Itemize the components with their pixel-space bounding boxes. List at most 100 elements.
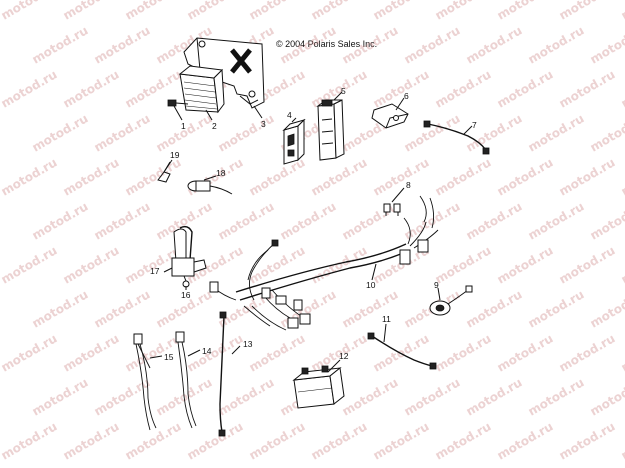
watermark-3: motod.ru bbox=[185, 0, 246, 23]
watermark-52: motod.ru bbox=[495, 155, 556, 198]
watermark-39: motod.ru bbox=[402, 111, 463, 154]
watermark-8: motod.ru bbox=[495, 0, 556, 23]
watermark-120: motod.ru bbox=[619, 419, 625, 462]
watermark-119: motod.ru bbox=[557, 419, 618, 462]
watermark-92: motod.ru bbox=[247, 331, 308, 374]
part-3-bracket bbox=[183, 37, 265, 109]
callout-1: 1 bbox=[181, 121, 186, 131]
watermark-95: motod.ru bbox=[433, 331, 494, 374]
watermark-1: motod.ru bbox=[61, 0, 122, 23]
watermark-36: motod.ru bbox=[216, 111, 277, 154]
watermark-86: motod.ru bbox=[588, 287, 625, 330]
watermark-42: motod.ru bbox=[588, 111, 625, 154]
watermark-5: motod.ru bbox=[309, 0, 370, 23]
part-17-ignition-coil bbox=[171, 225, 207, 288]
watermark-2: motod.ru bbox=[123, 0, 184, 23]
part-10-harness bbox=[209, 195, 439, 331]
watermark-7: motod.ru bbox=[433, 0, 494, 23]
watermark-59: motod.ru bbox=[278, 199, 339, 242]
watermark-23: motod.ru bbox=[61, 67, 122, 110]
callout-5: 5 bbox=[341, 86, 346, 96]
watermark-76: motod.ru bbox=[619, 243, 625, 286]
part-1-bolt bbox=[167, 99, 189, 107]
watermark-16: motod.ru bbox=[340, 23, 401, 66]
watermark-32: motod.ru bbox=[619, 67, 625, 110]
watermark-35: motod.ru bbox=[154, 111, 215, 154]
callout-14: 14 bbox=[202, 346, 212, 356]
leader-lines bbox=[149, 91, 473, 373]
watermark-90: motod.ru bbox=[123, 331, 184, 374]
watermark-89: motod.ru bbox=[61, 331, 122, 374]
callout-8: 8 bbox=[406, 180, 411, 190]
callout-17: 17 bbox=[150, 266, 160, 276]
watermark-66: motod.ru bbox=[0, 243, 60, 286]
watermark-62: motod.ru bbox=[464, 199, 525, 242]
watermark-115: motod.ru bbox=[309, 419, 370, 462]
watermark-46: motod.ru bbox=[123, 155, 184, 198]
watermark-64: motod.ru bbox=[588, 199, 625, 242]
callout-10: 10 bbox=[366, 280, 376, 290]
watermark-96: motod.ru bbox=[495, 331, 556, 374]
callouts: 1 2 3 4 5 6 7 8 9 10 11 12 13 14 15 16 1… bbox=[150, 86, 477, 362]
part-9-plug bbox=[429, 285, 473, 316]
callout-16: 16 bbox=[181, 290, 191, 300]
part-13-cable bbox=[218, 311, 227, 437]
watermark-48: motod.ru bbox=[247, 155, 308, 198]
watermark-110: motod.ru bbox=[0, 419, 60, 462]
watermark-118: motod.ru bbox=[495, 419, 556, 462]
watermark-106: motod.ru bbox=[464, 375, 525, 418]
watermark-34: motod.ru bbox=[92, 111, 153, 154]
watermark-6: motod.ru bbox=[371, 0, 432, 23]
part-14-connector-wire bbox=[175, 331, 197, 429]
watermark-102: motod.ru bbox=[216, 375, 277, 418]
watermark-111: motod.ru bbox=[61, 419, 122, 462]
watermark-4: motod.ru bbox=[247, 0, 308, 23]
watermark-17: motod.ru bbox=[402, 23, 463, 66]
watermark-31: motod.ru bbox=[557, 67, 618, 110]
watermark-18: motod.ru bbox=[464, 23, 525, 66]
watermark-75: motod.ru bbox=[557, 243, 618, 286]
watermark-10: motod.ru bbox=[619, 0, 625, 23]
watermark-41: motod.ru bbox=[526, 111, 587, 154]
watermark-99: motod.ru bbox=[30, 375, 91, 418]
watermark-60: motod.ru bbox=[340, 199, 401, 242]
callout-11: 11 bbox=[382, 314, 391, 324]
watermark-53: motod.ru bbox=[557, 155, 618, 198]
callout-7: 7 bbox=[472, 120, 477, 130]
part-6-block bbox=[371, 103, 409, 129]
watermark-63: motod.ru bbox=[526, 199, 587, 242]
part-12-battery bbox=[292, 365, 345, 409]
watermark-88: motod.ru bbox=[0, 331, 60, 374]
watermark-0: motod.ru bbox=[0, 0, 60, 23]
watermark-15: motod.ru bbox=[278, 23, 339, 66]
watermark-114: motod.ru bbox=[247, 419, 308, 462]
watermark-112: motod.ru bbox=[123, 419, 184, 462]
watermark-108: motod.ru bbox=[588, 375, 625, 418]
watermark-58: motod.ru bbox=[216, 199, 277, 242]
watermark-98: motod.ru bbox=[619, 331, 625, 374]
watermark-105: motod.ru bbox=[402, 375, 463, 418]
callout-19: 19 bbox=[170, 150, 180, 160]
part-2-regulator bbox=[178, 65, 225, 114]
watermark-82: motod.ru bbox=[340, 287, 401, 330]
watermark-12: motod.ru bbox=[92, 23, 153, 66]
callout-6: 6 bbox=[404, 91, 409, 101]
watermark-104: motod.ru bbox=[340, 375, 401, 418]
part-11-wire bbox=[367, 332, 437, 370]
watermark-28: motod.ru bbox=[371, 67, 432, 110]
watermark-54: motod.ru bbox=[619, 155, 625, 198]
watermark-117: motod.ru bbox=[433, 419, 494, 462]
watermark-100: motod.ru bbox=[92, 375, 153, 418]
watermark-49: motod.ru bbox=[309, 155, 370, 198]
part-8-fuses bbox=[383, 203, 401, 216]
callout-4: 4 bbox=[287, 110, 292, 120]
watermark-55: motod.ru bbox=[30, 199, 91, 242]
part-18-switch bbox=[187, 180, 233, 195]
callout-9: 9 bbox=[434, 280, 439, 290]
callout-18: 18 bbox=[216, 168, 226, 178]
watermark-73: motod.ru bbox=[433, 243, 494, 286]
part-4-connector bbox=[282, 118, 306, 165]
callout-15: 15 bbox=[164, 352, 174, 362]
watermark-116: motod.ru bbox=[371, 419, 432, 462]
